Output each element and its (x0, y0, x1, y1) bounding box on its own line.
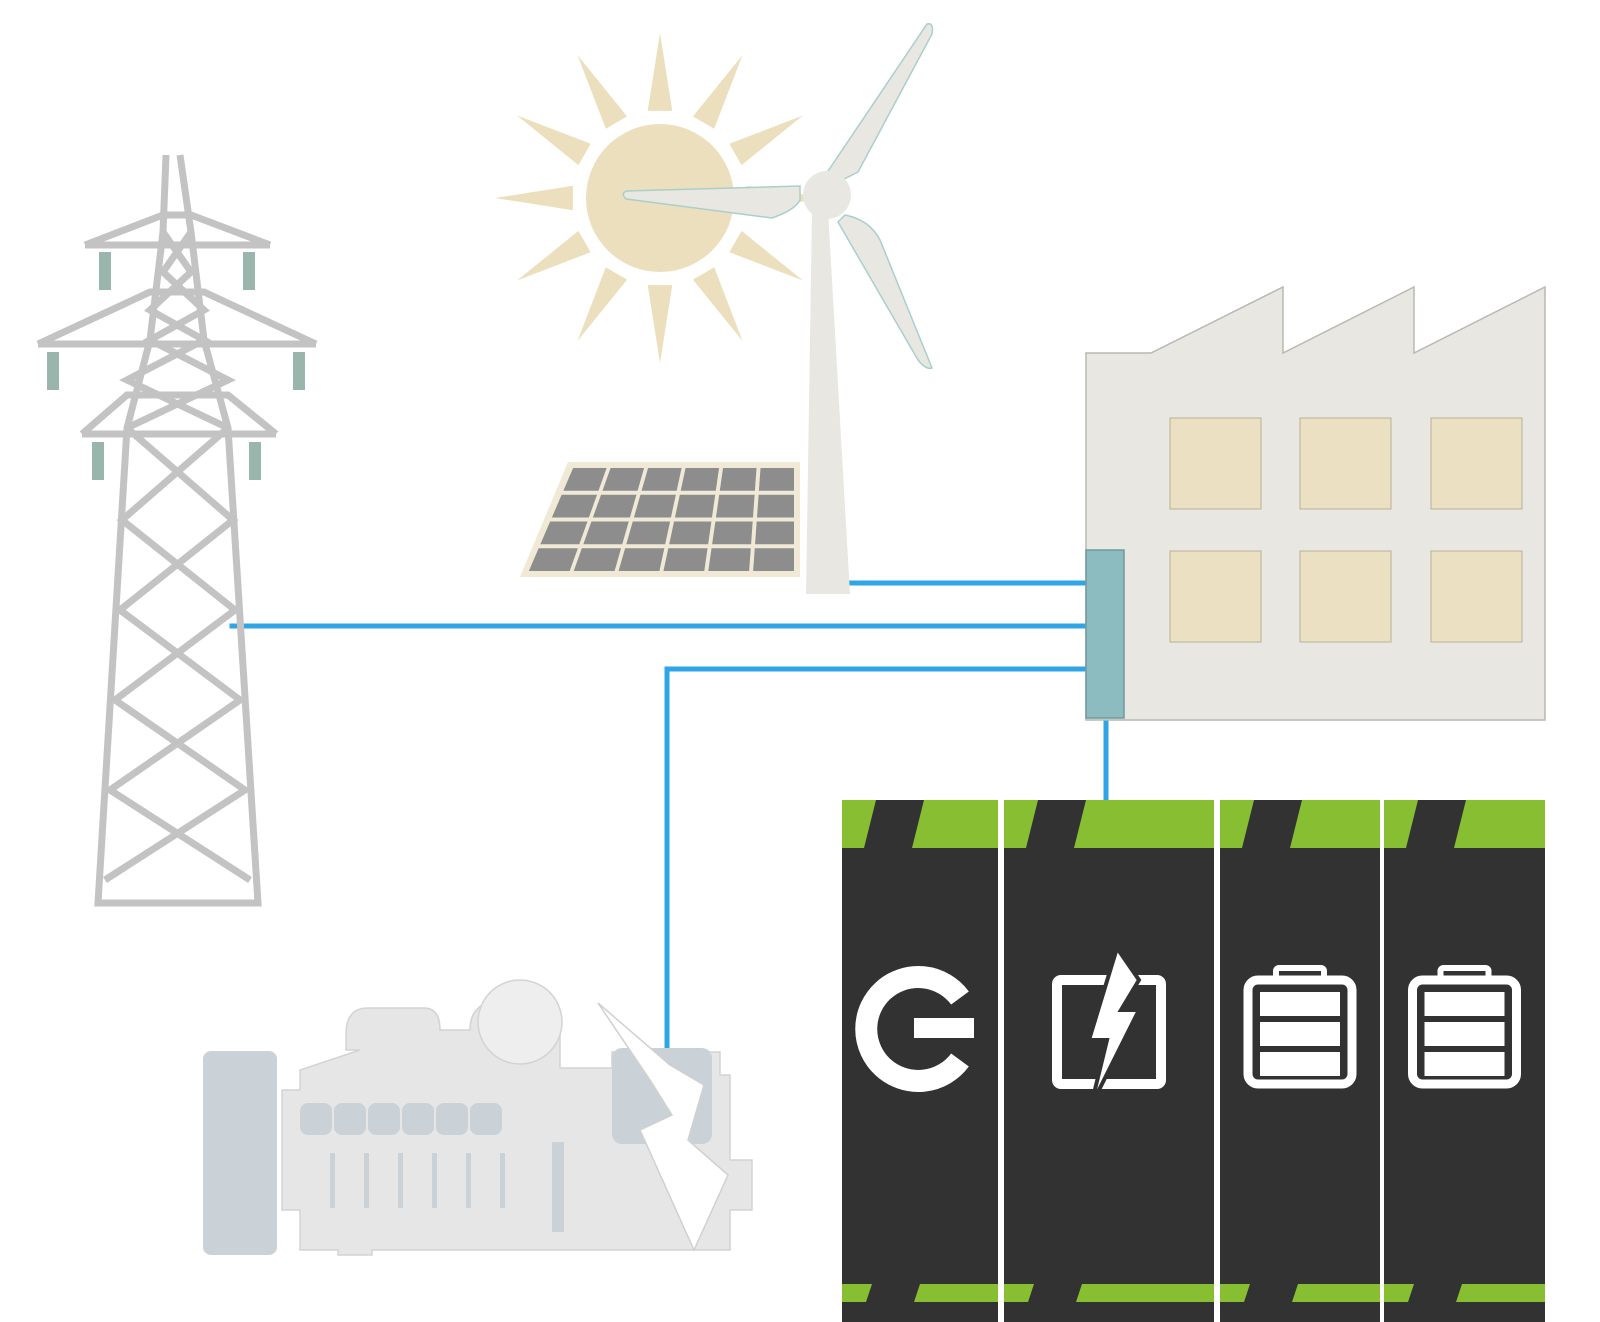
generator-cylinder (368, 1103, 400, 1135)
generator-rib (500, 1153, 505, 1208)
generator-cylinder (334, 1103, 366, 1135)
sun-ray (577, 55, 628, 129)
solar-cell (641, 468, 682, 491)
sun-ray (495, 185, 573, 211)
sun-ray (692, 55, 743, 129)
storage-stripe (1454, 800, 1545, 848)
wind-turbine-icon (622, 22, 934, 594)
sun-ray (517, 230, 591, 281)
battery-shell (1243, 975, 1357, 1089)
power-icon (855, 966, 974, 1092)
storage-module (1220, 800, 1380, 1322)
wire-generator (664, 666, 1089, 1053)
storage-stripe (1004, 800, 1038, 848)
storage-stripe (1074, 800, 1214, 848)
battery-cell (1424, 1052, 1505, 1076)
battery-cell (1260, 1022, 1340, 1046)
solar-cell (663, 548, 708, 571)
sun-ray (517, 115, 591, 166)
factory-window (1169, 550, 1262, 643)
factory-window (1169, 417, 1262, 510)
generator-cylinder (436, 1103, 468, 1135)
power-arc (855, 966, 969, 1092)
solar-cell (680, 468, 720, 491)
generator-rib (466, 1153, 471, 1208)
solar-cell (758, 468, 794, 491)
factory-icon (1085, 285, 1546, 721)
battery-cell (1424, 992, 1505, 1016)
sun-ray (647, 33, 673, 111)
solar-cell (563, 468, 607, 491)
storage-module (1004, 800, 1214, 1322)
generator-cylinder (402, 1103, 434, 1135)
solar-cell (573, 548, 622, 571)
factory-window (1299, 550, 1392, 643)
solar-cell (674, 494, 716, 518)
solar-cell (540, 521, 588, 545)
solar-cell (528, 548, 578, 571)
power-wires (229, 580, 1109, 1053)
generator-cylinder (470, 1103, 502, 1135)
solar-cell (633, 494, 676, 518)
storage-stripe (1456, 1284, 1545, 1302)
solar-cell (551, 494, 598, 518)
solar-cell (755, 521, 794, 545)
generator-rib (330, 1153, 335, 1208)
battery-icon (1408, 965, 1521, 1089)
sun-ray (647, 285, 673, 363)
factory-window (1299, 417, 1392, 510)
solar-cell (756, 494, 794, 518)
generator-cylinder (300, 1103, 332, 1135)
solar-cell (719, 468, 757, 491)
solar-cell (712, 521, 753, 545)
storage-stripe (1290, 800, 1380, 848)
generator-icon (203, 979, 753, 1256)
solar-cell (708, 548, 751, 571)
lightning-bolt-icon (597, 1002, 729, 1252)
solar-cell (626, 521, 671, 545)
storage-module (1384, 800, 1545, 1322)
storage-stripe (1004, 1284, 1034, 1302)
generator-rib (398, 1153, 403, 1208)
transmission-tower-icon (36, 154, 318, 907)
generator-rib (432, 1153, 437, 1208)
battery-cell (1260, 1052, 1340, 1076)
controller-box-icon (1085, 549, 1125, 719)
solar-cell (715, 494, 755, 518)
factory-window (1430, 550, 1523, 643)
sun-ray (692, 267, 743, 341)
power-bar (914, 1018, 974, 1038)
solar-cell (669, 521, 712, 545)
solar-panel-icon (520, 462, 800, 577)
storage-stripe (842, 800, 876, 848)
battery-storage-icon (842, 800, 1545, 1322)
solar-cell (753, 548, 794, 571)
battery-shell (1408, 975, 1521, 1089)
sun-ray (729, 230, 803, 281)
storage-module (842, 800, 998, 1322)
storage-stripe (1384, 800, 1418, 848)
storage-stripe (842, 1284, 872, 1302)
sun-ray (729, 115, 803, 166)
storage-stripe (1220, 800, 1254, 848)
solar-cell (602, 468, 645, 491)
storage-stripe (1292, 1284, 1380, 1302)
solar-cell (583, 521, 629, 545)
sun-ray (577, 267, 628, 341)
solar-cell (592, 494, 637, 518)
generator-rib (364, 1153, 369, 1208)
inverter-bolt (1086, 943, 1143, 1107)
solar-cell (618, 548, 665, 571)
storage-stripe (1384, 1284, 1414, 1302)
factory-window (1430, 417, 1523, 510)
storage-stripe (1076, 1284, 1214, 1302)
inverter-icon (1052, 943, 1166, 1107)
battery-cell (1260, 992, 1340, 1016)
storage-stripe (914, 1284, 998, 1302)
storage-stripe (912, 800, 998, 848)
battery-cell (1424, 1022, 1505, 1046)
storage-stripe (1220, 1284, 1250, 1302)
battery-icon (1243, 965, 1357, 1089)
